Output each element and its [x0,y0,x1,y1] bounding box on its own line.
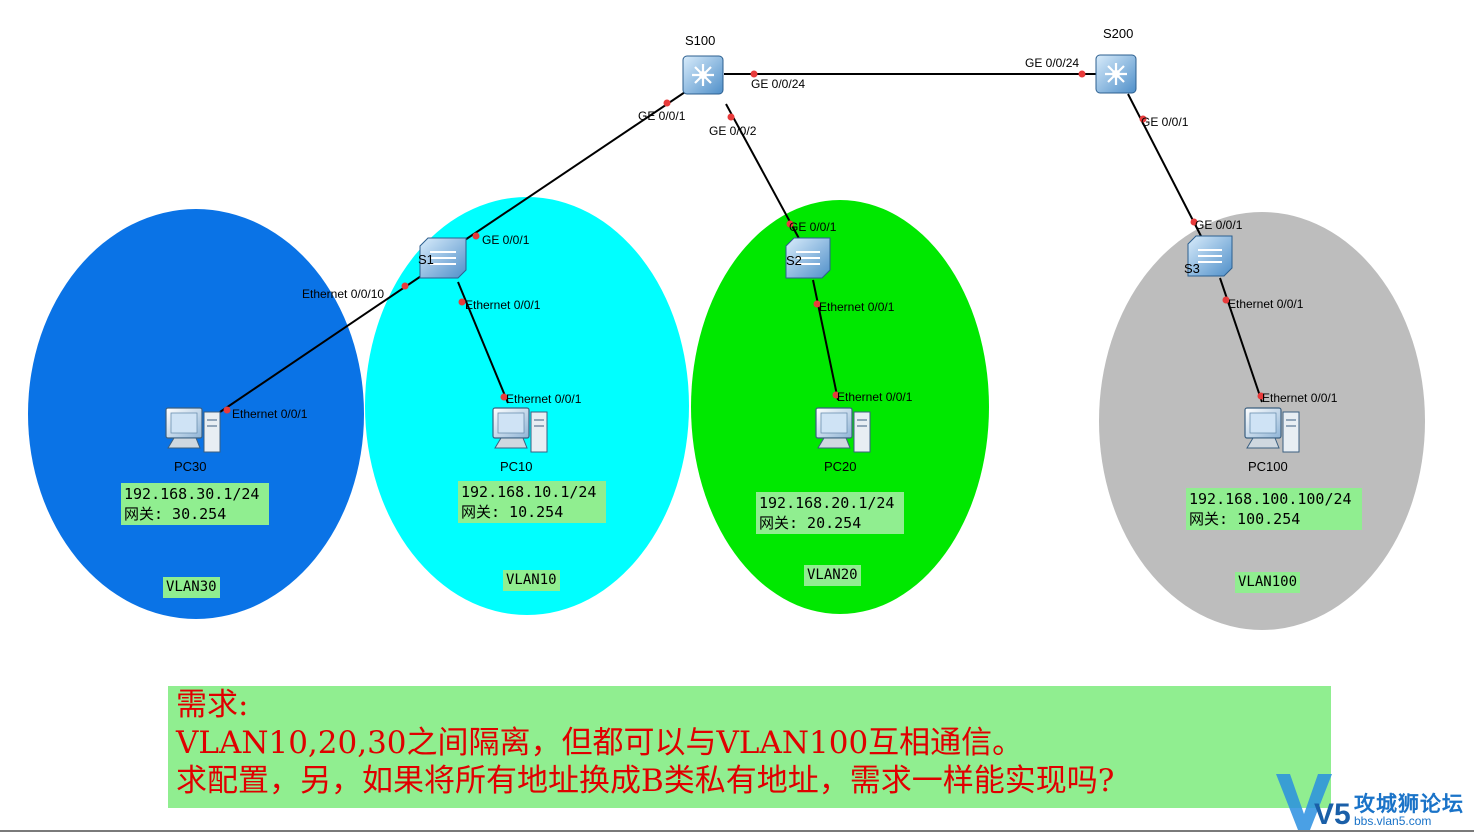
requirement-box: 需求: VLAN10,20,30之间隔离，但都可以与VLAN100互相通信。 求… [168,686,1331,808]
port-label: Ethernet 0/0/1 [837,390,913,404]
switch-s3-icon[interactable] [1187,235,1233,277]
port-label: Ethernet 0/0/1 [1262,391,1338,405]
watermark-url: bbs.vlan5.com [1354,814,1432,828]
port-label: GE 0/0/2 [709,124,757,138]
pc100-gateway: 网关: 100.254 [1189,510,1301,528]
port-dot [750,70,758,78]
port-dot [500,393,508,401]
pc30-ip: 192.168.30.1/24 [124,485,260,503]
v5-logo-text: V5 [1314,798,1351,831]
pc20-icon[interactable] [815,407,871,453]
port-dot [1222,296,1230,304]
device-label-s100: S100 [685,33,715,48]
vlan100-label: VLAN100 [1235,572,1301,593]
pc10-icon[interactable] [492,407,548,453]
device-label-s2: S2 [786,253,802,268]
switch-s1-icon[interactable] [419,237,467,279]
pc20-address-box: 192.168.20.1/24 网关: 20.254 [756,492,904,534]
v5-logo-icon: V5 [1276,774,1351,831]
pc30-icon[interactable] [165,407,221,453]
port-dot [1078,70,1086,78]
port-dot [813,300,821,308]
device-label-s3: S3 [1184,261,1200,276]
device-label-pc100: PC100 [1248,459,1288,474]
port-label: Ethernet 0/0/1 [465,298,541,312]
requirement-line-1: VLAN10,20,30之间隔离，但都可以与VLAN100互相通信。 [176,725,1024,761]
port-label: Ethernet 0/0/1 [819,300,895,314]
pc100-icon[interactable] [1244,407,1300,453]
port-dot [458,298,466,306]
pc100-address-box: 192.168.100.100/24 网关: 100.254 [1186,488,1362,530]
port-dot [1257,392,1265,400]
port-dot [223,406,231,414]
pc10-address-box: 192.168.10.1/24 网关: 10.254 [458,481,606,523]
watermark-title: 攻城狮论坛 [1354,792,1464,816]
core-switch-s100-icon[interactable] [682,55,724,95]
port-label: GE 0/0/24 [751,77,805,91]
port-label: GE 0/0/1 [789,220,837,234]
bottom-divider [0,830,1474,832]
port-dot [832,391,840,399]
port-dot [1139,115,1147,123]
vlan10-label: VLAN10 [503,570,560,591]
pc30-gateway: 网关: 30.254 [124,505,227,523]
forum-watermark: V5 攻城狮论坛 bbs.vlan5.com [1272,768,1474,832]
pc100-ip: 192.168.100.100/24 [1189,490,1352,508]
vlan10-area [365,197,689,615]
switch-s2-icon[interactable] [785,237,831,279]
pc20-ip: 192.168.20.1/24 [759,494,895,512]
link-s100-s1 [452,85,695,249]
port-label: Ethernet 0/0/1 [232,407,308,421]
port-label: Ethernet 0/0/10 [302,287,384,301]
port-label: GE 0/0/1 [1195,218,1243,232]
pc20-gateway: 网关: 20.254 [759,514,862,532]
pc30-address-box: 192.168.30.1/24 网关: 30.254 [121,483,269,525]
device-label-s1: S1 [418,252,434,267]
device-label-pc20: PC20 [824,459,857,474]
device-label-pc30: PC30 [174,459,207,474]
device-label-pc10: PC10 [500,459,533,474]
vlan20-label: VLAN20 [804,565,861,586]
link-s1-pc30 [219,267,434,413]
port-label: GE 0/0/1 [638,109,686,123]
device-label-s200: S200 [1103,26,1133,41]
requirement-line-2: 求配置，另，如果将所有地址换成B类私有地址，需求一样能实现吗? [176,763,1115,799]
port-dot [1190,218,1198,226]
vlan30-label: VLAN30 [163,577,220,598]
port-dot [663,99,671,107]
port-label: GE 0/0/24 [1025,56,1079,70]
link-s2-pc20 [812,279,839,401]
port-dot [401,282,409,290]
requirement-heading: 需求: [176,687,249,723]
port-label: GE 0/0/1 [1141,115,1189,129]
pc10-gateway: 网关: 10.254 [461,503,564,521]
vlan20-area [691,200,989,614]
pc10-ip: 192.168.10.1/24 [461,483,597,501]
port-label: GE 0/0/1 [482,233,530,247]
port-label: Ethernet 0/0/1 [506,392,582,406]
port-dot [727,113,735,121]
port-dot [472,232,480,240]
core-switch-s200-icon[interactable] [1095,54,1137,94]
link-s1-pc10 [457,281,509,404]
port-dot [786,220,794,228]
port-label: Ethernet 0/0/1 [1228,297,1304,311]
